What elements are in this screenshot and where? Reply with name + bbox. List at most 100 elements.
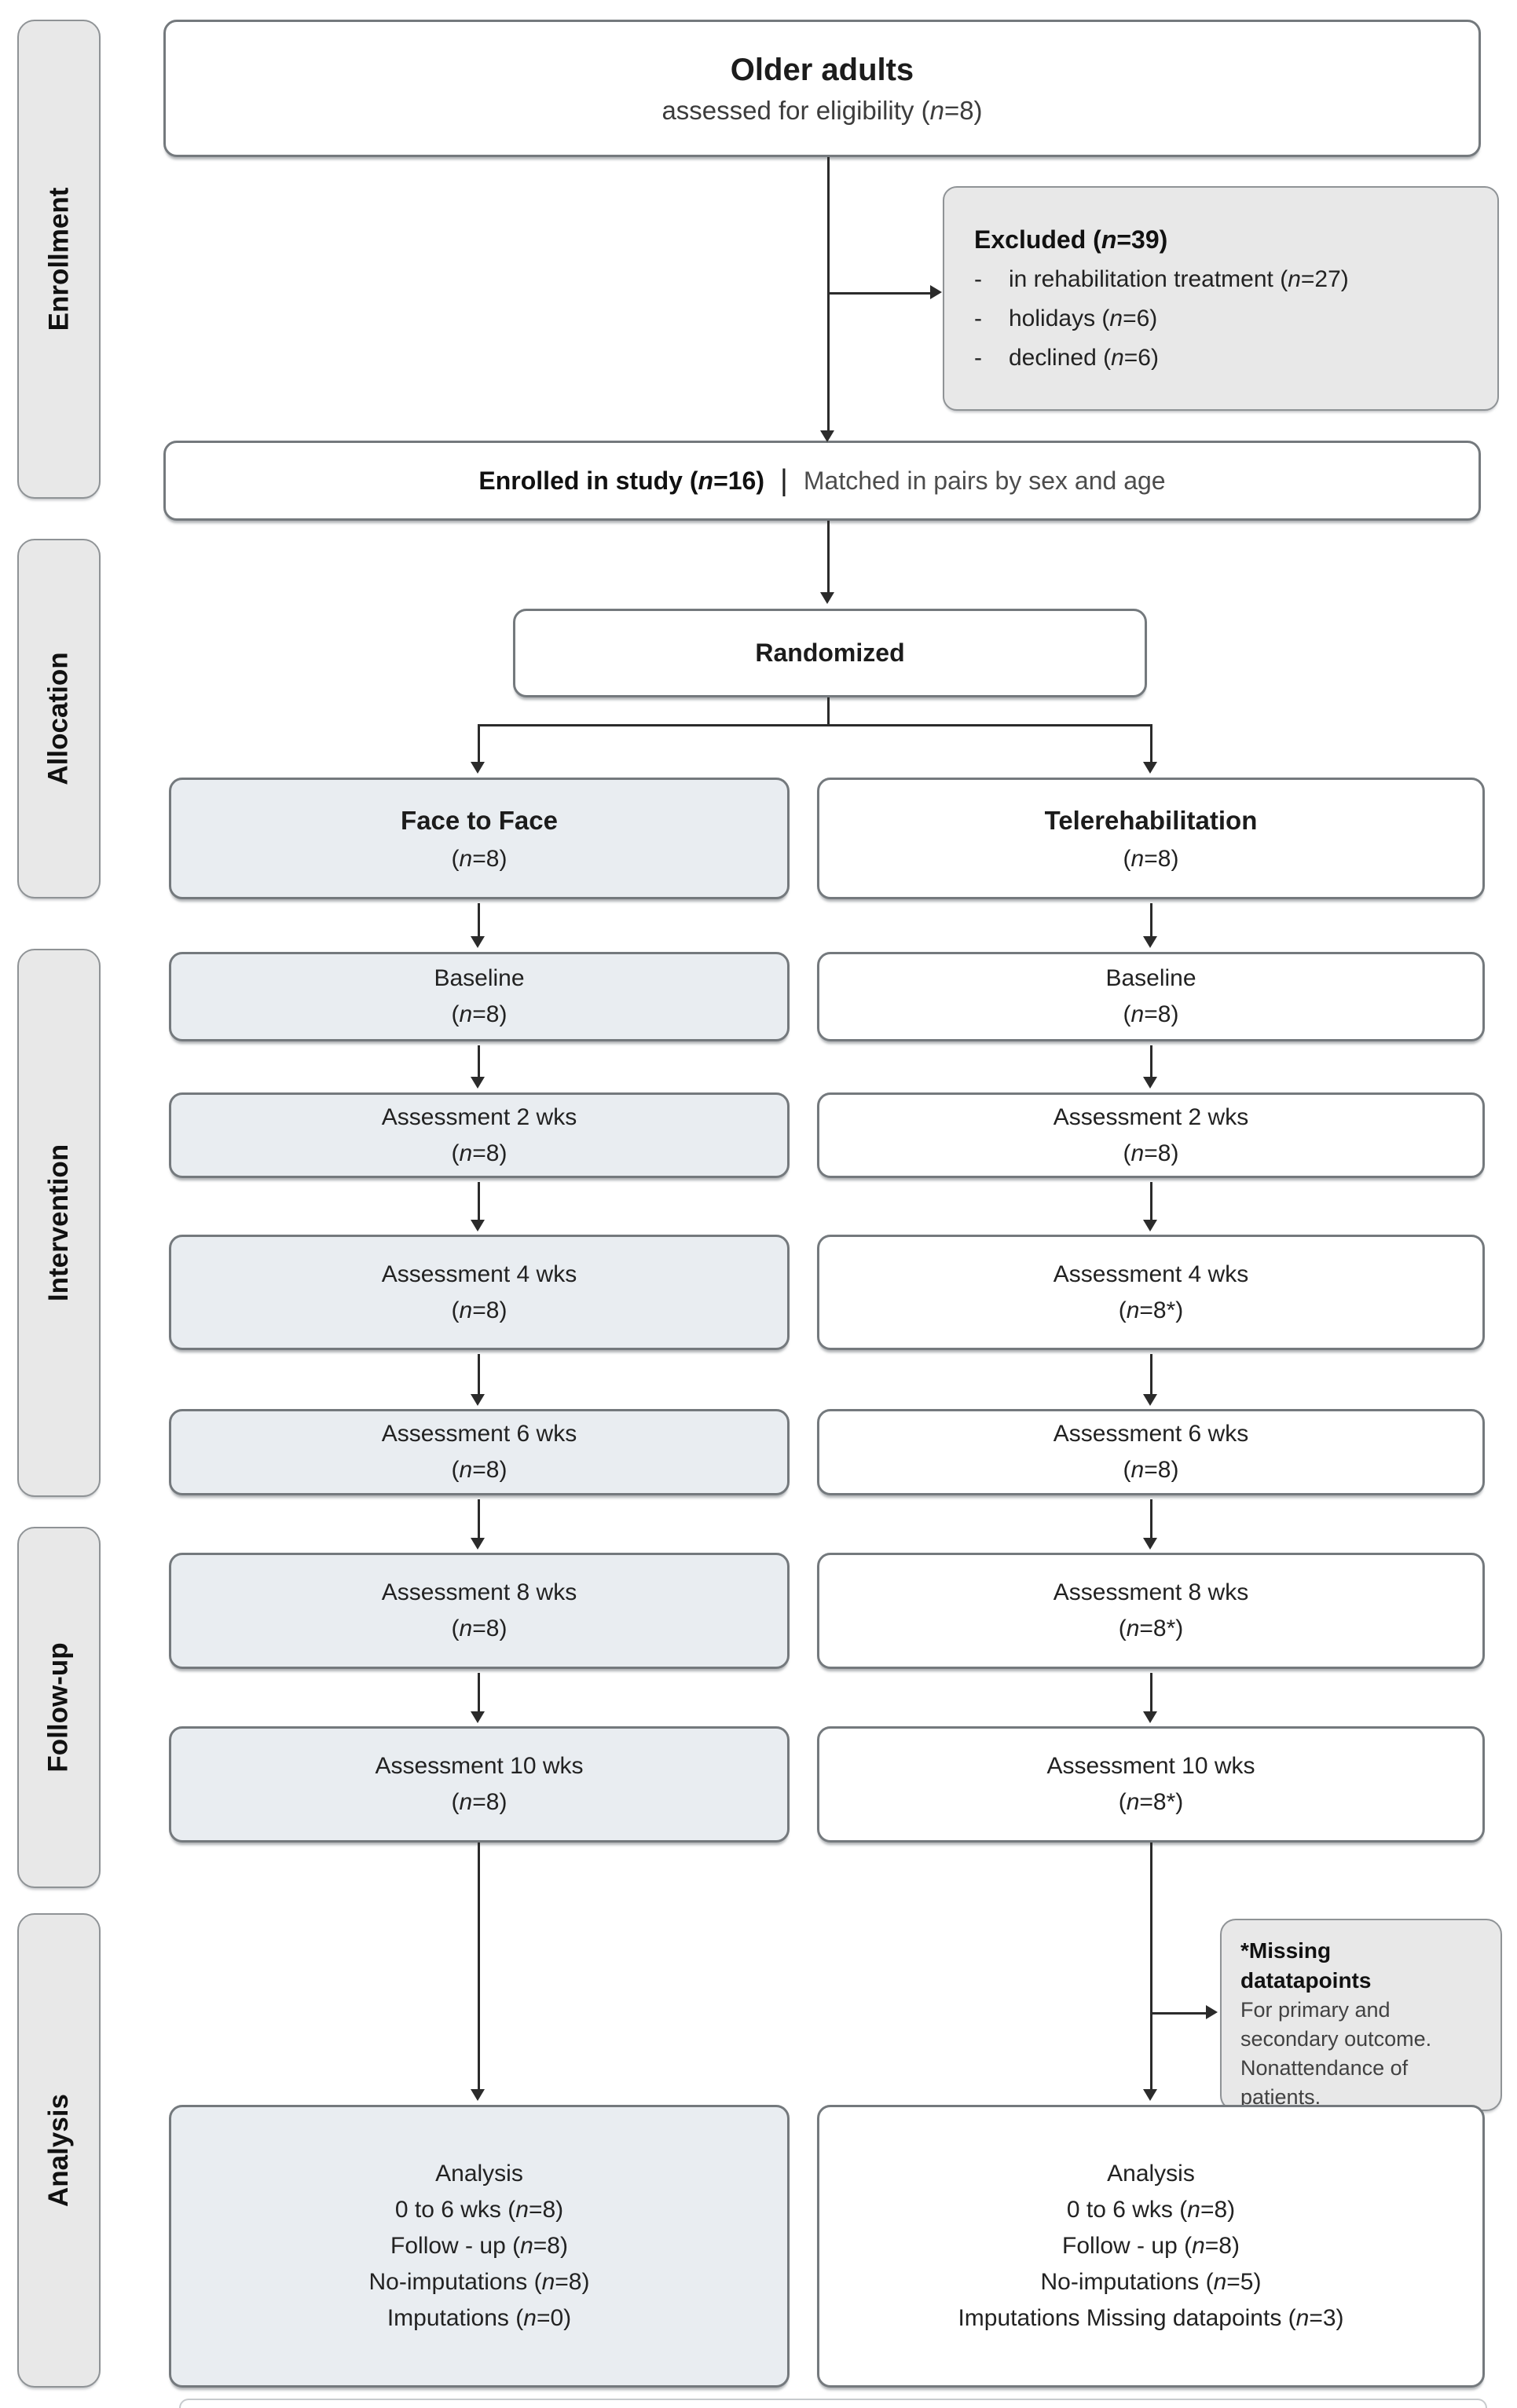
box-left-baseline: Baseline (n=8) bbox=[169, 952, 790, 1041]
box-title: Assessment 6 wks bbox=[381, 1421, 577, 1447]
box-title: Assessment 8 wks bbox=[1053, 1579, 1249, 1605]
note-body-line: secondary outcome. bbox=[1240, 2027, 1432, 2051]
enrolled-bold-text: Enrolled in study (n=16) bbox=[478, 467, 764, 496]
bullet-dash: - bbox=[974, 306, 982, 331]
box-count: (n=8*) bbox=[1119, 1784, 1184, 1821]
box-title: Baseline bbox=[434, 965, 525, 991]
text-segment: Follow - up ( bbox=[390, 2233, 521, 2259]
telerehabilitation-box: Telerehabilitation (n=8) bbox=[817, 778, 1485, 899]
connector-line bbox=[478, 1843, 480, 2091]
n-symbol: n bbox=[1130, 845, 1145, 872]
text-segment: ( bbox=[451, 1001, 460, 1027]
note-body-line: Nonattendance of bbox=[1240, 2056, 1409, 2080]
enrolled-line: Enrolled in study (n=16) | Matched in pa… bbox=[478, 464, 1165, 498]
box-count: (n=8) bbox=[1123, 1452, 1179, 1488]
n-symbol: n bbox=[459, 1297, 473, 1323]
n-symbol: n bbox=[1101, 225, 1117, 254]
text-segment: =8) bbox=[1144, 1457, 1179, 1483]
n-symbol: n bbox=[1288, 266, 1301, 292]
arrowhead-down bbox=[471, 2089, 485, 2101]
box-title: Assessment 2 wks bbox=[1053, 1103, 1249, 1130]
text-segment: Excluded ( bbox=[974, 225, 1101, 254]
text-segment: =8*) bbox=[1139, 1616, 1184, 1641]
box-count: (n=8) bbox=[452, 1611, 507, 1647]
n-symbol: n bbox=[1295, 2305, 1310, 2331]
stage-panel-enrollment: Enrollment bbox=[17, 20, 101, 499]
text-segment: =8) bbox=[472, 1140, 507, 1166]
text-segment: ( bbox=[1123, 1457, 1131, 1483]
connector-line bbox=[1150, 1673, 1152, 1713]
text-segment: No-imputations ( bbox=[368, 2269, 542, 2295]
excluded-item-text: in rehabilitation treatment (n=27) bbox=[1009, 260, 1349, 299]
box-title: Assessment 10 wks bbox=[1046, 1753, 1255, 1779]
box-count: (n=8) bbox=[452, 1136, 507, 1172]
text-segment: ( bbox=[451, 1789, 460, 1815]
arrowhead-down bbox=[471, 1711, 485, 1723]
n-symbol: n bbox=[1126, 1789, 1140, 1815]
box-count: (n=8) bbox=[1123, 1136, 1179, 1172]
box-count: (n=8) bbox=[1123, 997, 1179, 1033]
text-segment: =8) bbox=[472, 1789, 507, 1815]
text-segment: ( bbox=[1123, 1140, 1131, 1166]
text-segment: ( bbox=[1118, 1616, 1127, 1641]
text-segment: No-imputations ( bbox=[1040, 2269, 1214, 2295]
text-segment: ( bbox=[451, 845, 460, 872]
stage-label: Allocation bbox=[43, 652, 74, 785]
eligibility-box: Older adults assessed for eligibility (n… bbox=[163, 20, 1481, 157]
arrowhead-right bbox=[930, 285, 942, 299]
box-right-baseline: Baseline (n=8) bbox=[817, 952, 1485, 1041]
text-segment: =8) bbox=[1144, 845, 1179, 872]
text-segment: in rehabilitation treatment ( bbox=[1009, 266, 1288, 292]
n-symbol: n bbox=[1187, 2197, 1200, 2223]
box-right-assessment-4wks: Assessment 4 wks (n=8*) bbox=[817, 1235, 1485, 1350]
box-count: (n=8) bbox=[452, 1452, 507, 1488]
n-symbol: n bbox=[1213, 2269, 1227, 2295]
text-segment: Enrolled in study ( bbox=[478, 466, 698, 495]
connector-line bbox=[478, 1499, 480, 1539]
n-symbol: n bbox=[459, 1789, 473, 1815]
text-segment: =16) bbox=[713, 466, 764, 495]
box-title: Assessment 2 wks bbox=[381, 1103, 577, 1130]
note-body-line: For primary and bbox=[1240, 1998, 1391, 2022]
text-segment: =8*) bbox=[1139, 1297, 1184, 1323]
bullet-dash: - bbox=[974, 345, 982, 371]
box-count: (n=8*) bbox=[1119, 1611, 1184, 1647]
box-right-assessment-8wks: Assessment 8 wks (n=8*) bbox=[817, 1553, 1485, 1669]
facetoface-box: Face to Face (n=8) bbox=[169, 778, 790, 899]
text-segment: Imputations ( bbox=[387, 2305, 524, 2331]
text-segment: =8) bbox=[555, 2269, 590, 2295]
box-right-assessment-2wks: Assessment 2 wks (n=8) bbox=[817, 1092, 1485, 1178]
box-right-assessment-10wks: Assessment 10 wks (n=8*) bbox=[817, 1726, 1485, 1843]
box-count: (n=8*) bbox=[1119, 1293, 1184, 1329]
box-left-assessment-10wks: Assessment 10 wks (n=8) bbox=[169, 1726, 790, 1843]
text-segment: =27) bbox=[1300, 266, 1349, 292]
text-segment: holidays ( bbox=[1009, 306, 1110, 331]
connector-line bbox=[1150, 1499, 1152, 1539]
text-segment: Imputations Missing datapoints ( bbox=[958, 2305, 1296, 2331]
n-symbol: n bbox=[1126, 1616, 1140, 1641]
n-symbol: n bbox=[541, 2269, 555, 2295]
excluded-item-text: declined (n=6) bbox=[1009, 339, 1159, 378]
n-symbol: n bbox=[1130, 1001, 1145, 1027]
connector-line bbox=[478, 1182, 480, 1221]
stage-panel-intervention: Intervention bbox=[17, 949, 101, 1497]
box-title: Assessment 8 wks bbox=[381, 1579, 577, 1605]
box-title: Assessment 6 wks bbox=[1053, 1421, 1249, 1447]
arrowhead-down bbox=[471, 1394, 485, 1406]
connector-line bbox=[478, 724, 480, 763]
analysis-line: 0 to 6 wks (n=8) bbox=[395, 2192, 563, 2228]
box-count: (n=8) bbox=[452, 997, 507, 1033]
enrolled-box: Enrolled in study (n=16) | Matched in pa… bbox=[163, 441, 1481, 521]
n-symbol: n bbox=[1126, 1297, 1140, 1323]
n-symbol: n bbox=[1111, 345, 1124, 371]
text-segment: =8) bbox=[533, 2233, 568, 2259]
eligibility-title: Older adults bbox=[730, 52, 914, 87]
connector-line bbox=[827, 521, 830, 594]
excluded-box: Excluded (n=39) - in rehabilitation trea… bbox=[943, 186, 1499, 411]
arrowhead-down bbox=[471, 762, 485, 774]
stage-label: Analysis bbox=[43, 2094, 74, 2207]
text-segment: ( bbox=[1123, 1001, 1131, 1027]
group-title: Telerehabilitation bbox=[1044, 805, 1258, 835]
arrowhead-down bbox=[1143, 936, 1157, 948]
connector-line bbox=[478, 1045, 480, 1078]
